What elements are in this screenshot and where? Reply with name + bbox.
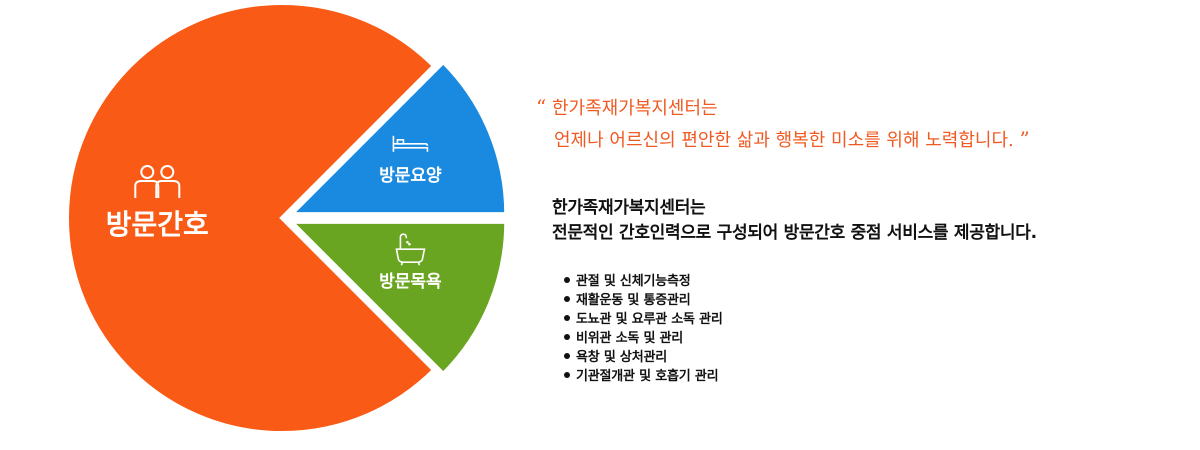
bullet-icon bbox=[564, 333, 570, 340]
bullet-icon bbox=[564, 295, 570, 302]
bullet-icon bbox=[564, 314, 570, 321]
quote-line-1: 한가족재가복지센터는 bbox=[551, 98, 718, 119]
slice-label-group-2: 방문요양 bbox=[379, 135, 442, 186]
quote-open-mark: “ bbox=[536, 95, 547, 119]
slice-label-group-1: 방문간호 bbox=[106, 165, 209, 241]
bathtub-icon bbox=[395, 233, 426, 266]
list-item: 도뇨관 및 요루관 소독 관리 bbox=[564, 310, 1176, 329]
quote-close-mark: ” bbox=[1019, 127, 1030, 151]
slice-label-1: 방문간호 bbox=[106, 208, 209, 241]
bullet-icon bbox=[564, 371, 570, 378]
center-motto-quote: “ 한가족재가복지센터는 언제나 어르신의 편안한 삶과 행복한 미소를 위해 … bbox=[536, 92, 1176, 156]
pie-slice-3 bbox=[286, 219, 509, 377]
bullet-icon bbox=[564, 276, 570, 283]
slice-label-group-3: 방문목욕 bbox=[379, 233, 442, 292]
list-item: 기관절개관 및 호흡기 관리 bbox=[564, 367, 1176, 386]
bullet-icon bbox=[564, 352, 570, 359]
list-item: 비위관 소독 및 관리 bbox=[564, 329, 1176, 348]
description-line-1: 한가족재가복지센터는 bbox=[552, 198, 706, 218]
service-description: 한가족재가복지센터는 전문적인 간호인력으로 구성되어 방문간호 중점 서비스를… bbox=[552, 196, 1176, 246]
service-list: 관절 및 신체기능측정 재활운동 및 통증관리 도뇨관 및 요루관 소독 관리 … bbox=[564, 272, 1176, 386]
right-panel: “ 한가족재가복지센터는 언제나 어르신의 편안한 삶과 행복한 미소를 위해 … bbox=[536, 92, 1176, 386]
people-icon bbox=[134, 165, 181, 198]
slice-label-3: 방문목욕 bbox=[379, 272, 442, 292]
list-item: 재활운동 및 통증관리 bbox=[564, 291, 1176, 310]
bed-icon bbox=[392, 135, 429, 152]
pie-slice-1 bbox=[65, 1, 437, 435]
slice-label-2: 방문요양 bbox=[379, 166, 442, 186]
list-item: 관절 및 신체기능측정 bbox=[564, 272, 1176, 291]
pie-slice-2 bbox=[286, 59, 509, 217]
description-line-2: 전문적인 간호인력으로 구성되어 방문간호 중점 서비스를 제공합니다. bbox=[552, 223, 1037, 243]
quote-line-2: 언제나 어르신의 편안한 삶과 행복한 미소를 위해 노력합니다. bbox=[554, 130, 1014, 151]
list-item: 욕창 및 상처관리 bbox=[564, 348, 1176, 367]
